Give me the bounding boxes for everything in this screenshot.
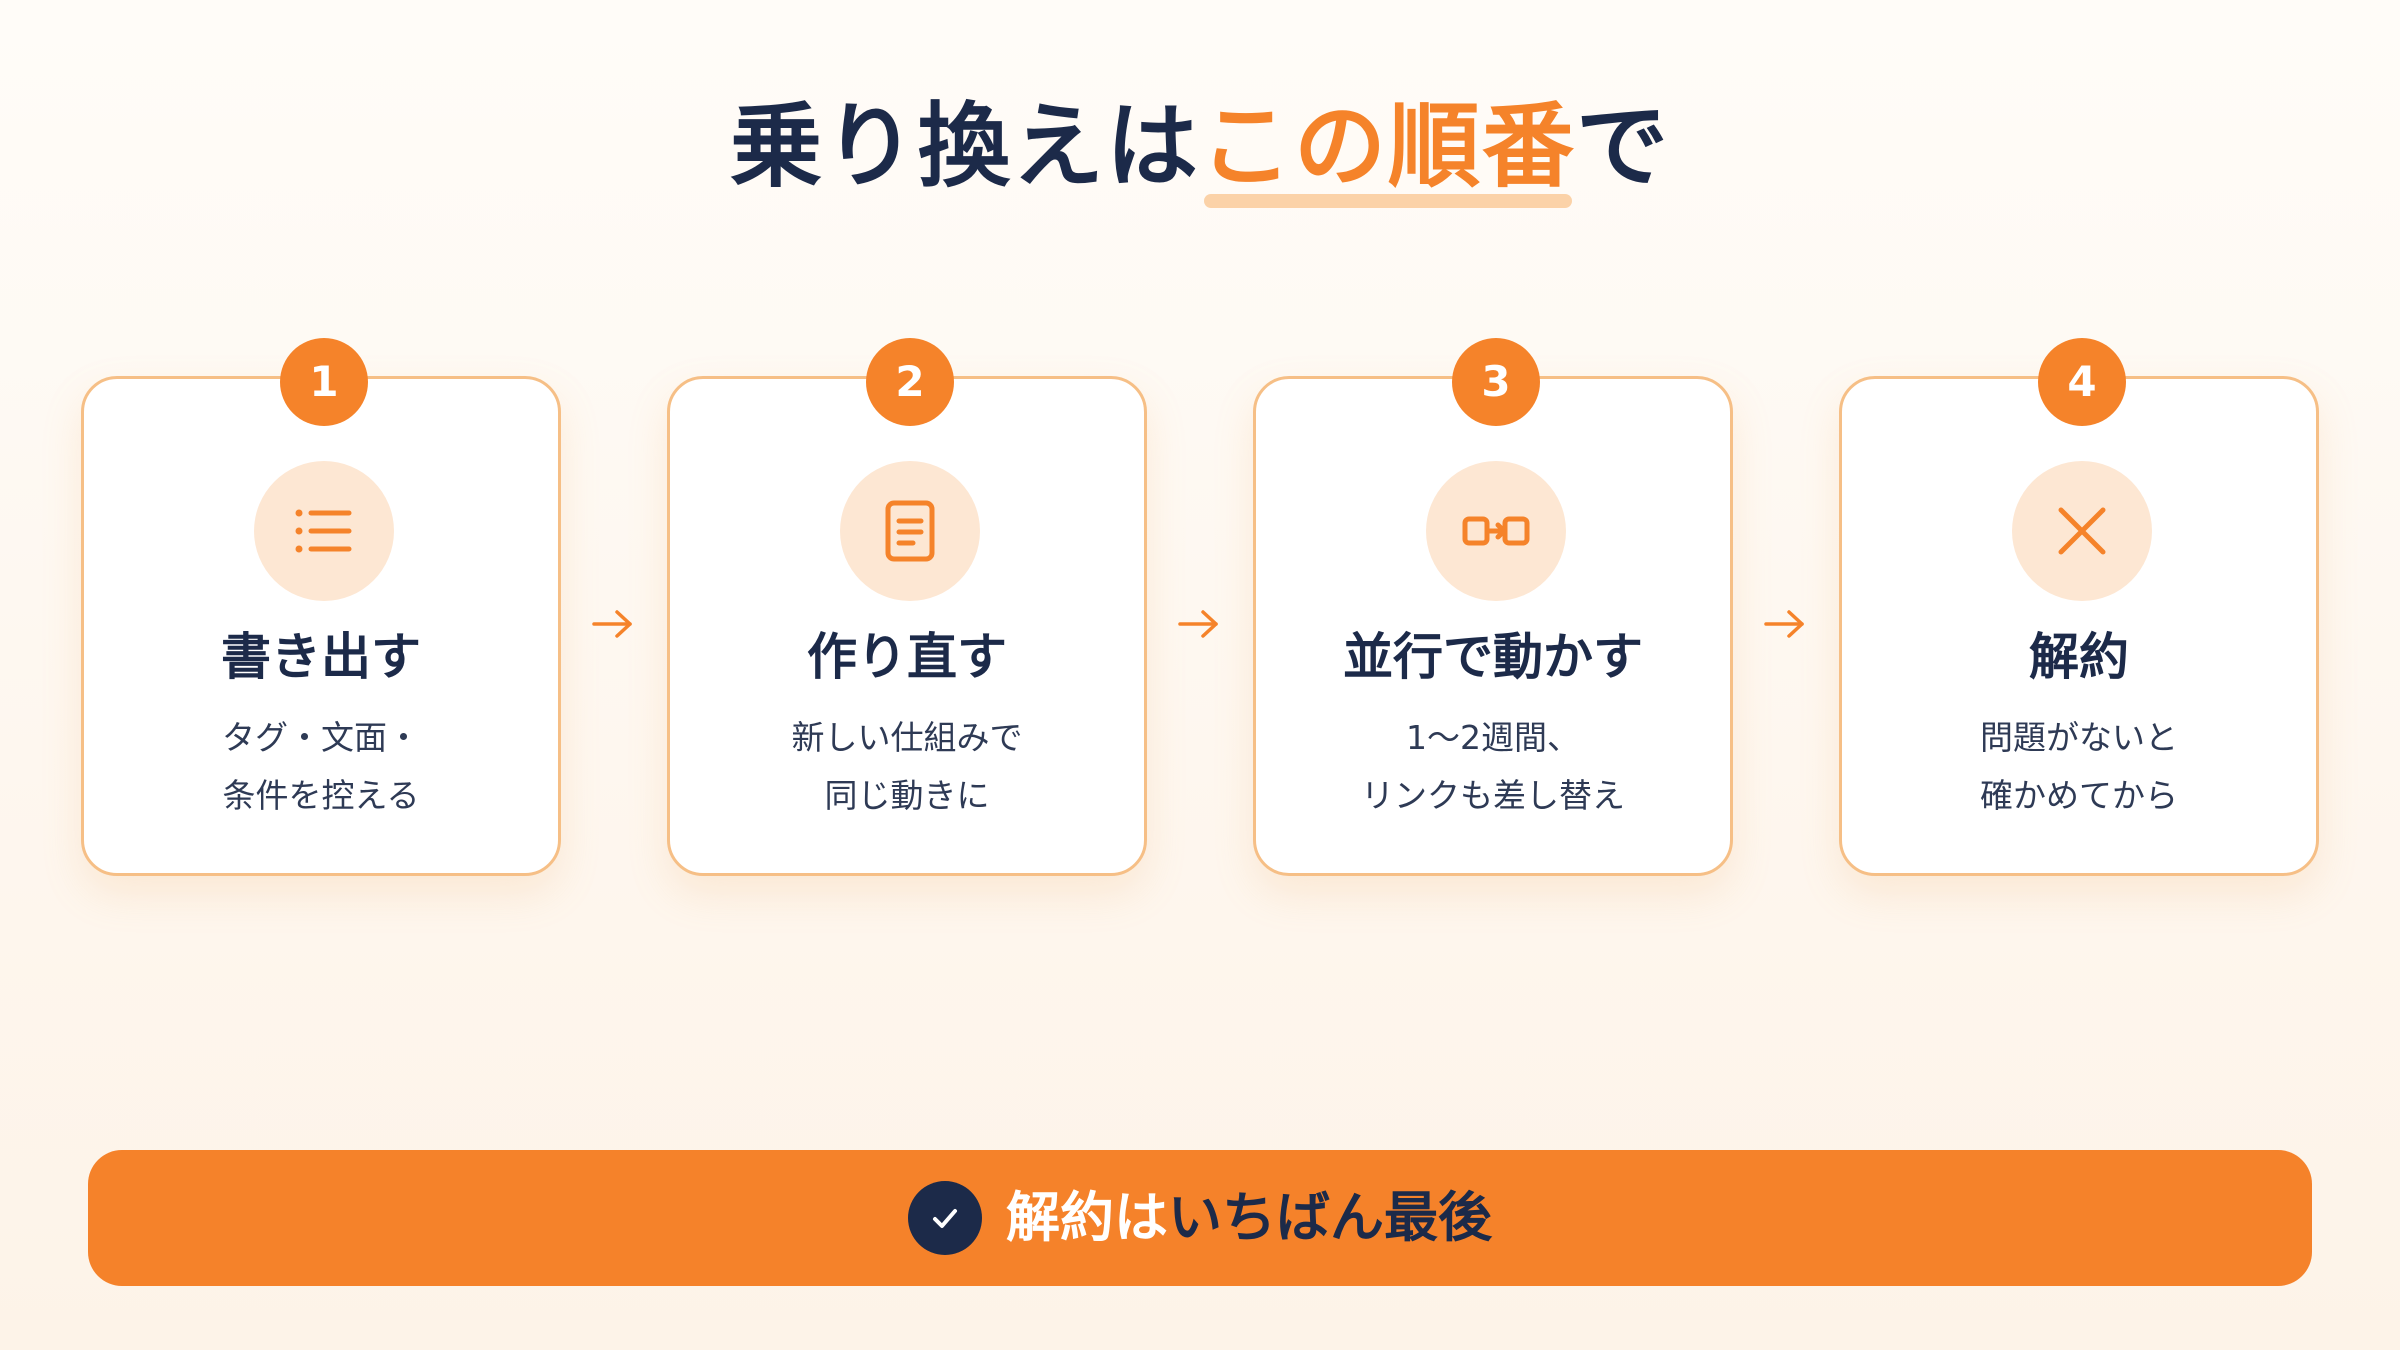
document-icon bbox=[885, 500, 935, 562]
step-description: タグ・文面・ 条件を控える bbox=[84, 709, 558, 825]
title-prefix: 乗り換えは bbox=[729, 93, 1200, 200]
banner-text-rest: いちばん最後 bbox=[1168, 1186, 1492, 1249]
arrow-right-icon bbox=[592, 610, 632, 638]
step-title: 解約 bbox=[2029, 628, 2129, 686]
step-title: 書き出す bbox=[221, 628, 421, 686]
step-desc-line: 1〜2週間、 bbox=[1406, 718, 1580, 757]
cta-banner: 解約はいちばん最後 bbox=[88, 1150, 2312, 1286]
step-icon-circle bbox=[1426, 461, 1566, 601]
title-highlight: この順番 bbox=[1199, 93, 1576, 200]
step-number-badge: 3 bbox=[1452, 338, 1540, 426]
step-title: 並行で動かす bbox=[1343, 628, 1643, 686]
step-desc-line: 確かめてから bbox=[1980, 776, 2178, 815]
banner-text-emphasis: 解約は bbox=[1006, 1186, 1168, 1249]
step-number-badge: 4 bbox=[2038, 338, 2126, 426]
step-desc-line: 問題がないと bbox=[1980, 718, 2178, 757]
step-desc-line: リンクも差し替え bbox=[1361, 776, 1625, 815]
check-icon bbox=[933, 1209, 957, 1228]
step-number-badge: 1 bbox=[280, 338, 368, 426]
close-icon bbox=[2058, 507, 2106, 555]
step-description: 問題がないと 確かめてから bbox=[1842, 709, 2316, 825]
arrow-right-icon bbox=[1178, 610, 1218, 638]
banner-message: 解約はいちばん最後 bbox=[1006, 1182, 1492, 1254]
step-icon-circle bbox=[840, 461, 980, 601]
step-desc-line: タグ・文面・ bbox=[222, 718, 420, 757]
arrow-right-icon bbox=[1764, 610, 1804, 638]
step-icon-circle bbox=[2012, 461, 2152, 601]
step-title: 作り直す bbox=[807, 628, 1007, 686]
step-desc-line: 同じ動きに bbox=[824, 776, 990, 815]
step-icon-circle bbox=[254, 461, 394, 601]
step-card-4: 4 解約 問題がないと 確かめてから bbox=[1839, 338, 2319, 876]
title-suffix: で bbox=[1576, 93, 1671, 200]
list-icon bbox=[295, 509, 352, 553]
step-desc-line: 新しい仕組みで bbox=[791, 718, 1023, 757]
page-title: 乗り換えはこの順番で bbox=[0, 92, 2400, 202]
step-description: 1〜2週間、 リンクも差し替え bbox=[1256, 709, 1730, 825]
step-desc-line: 条件を控える bbox=[222, 776, 420, 815]
step-description: 新しい仕組みで 同じ動きに bbox=[670, 709, 1144, 825]
link-icon bbox=[1462, 516, 1530, 546]
step-card-1: 1 書き出す タグ・文面・ 条件を控える bbox=[81, 338, 561, 876]
step-card-3: 3 並行で動かす 1〜2週間、 リンクも差し替え bbox=[1253, 338, 1733, 876]
step-number-badge: 2 bbox=[866, 338, 954, 426]
step-card-2: 2 作り直す 新しい仕組みで 同じ動きに bbox=[667, 338, 1147, 876]
check-circle bbox=[908, 1181, 982, 1255]
